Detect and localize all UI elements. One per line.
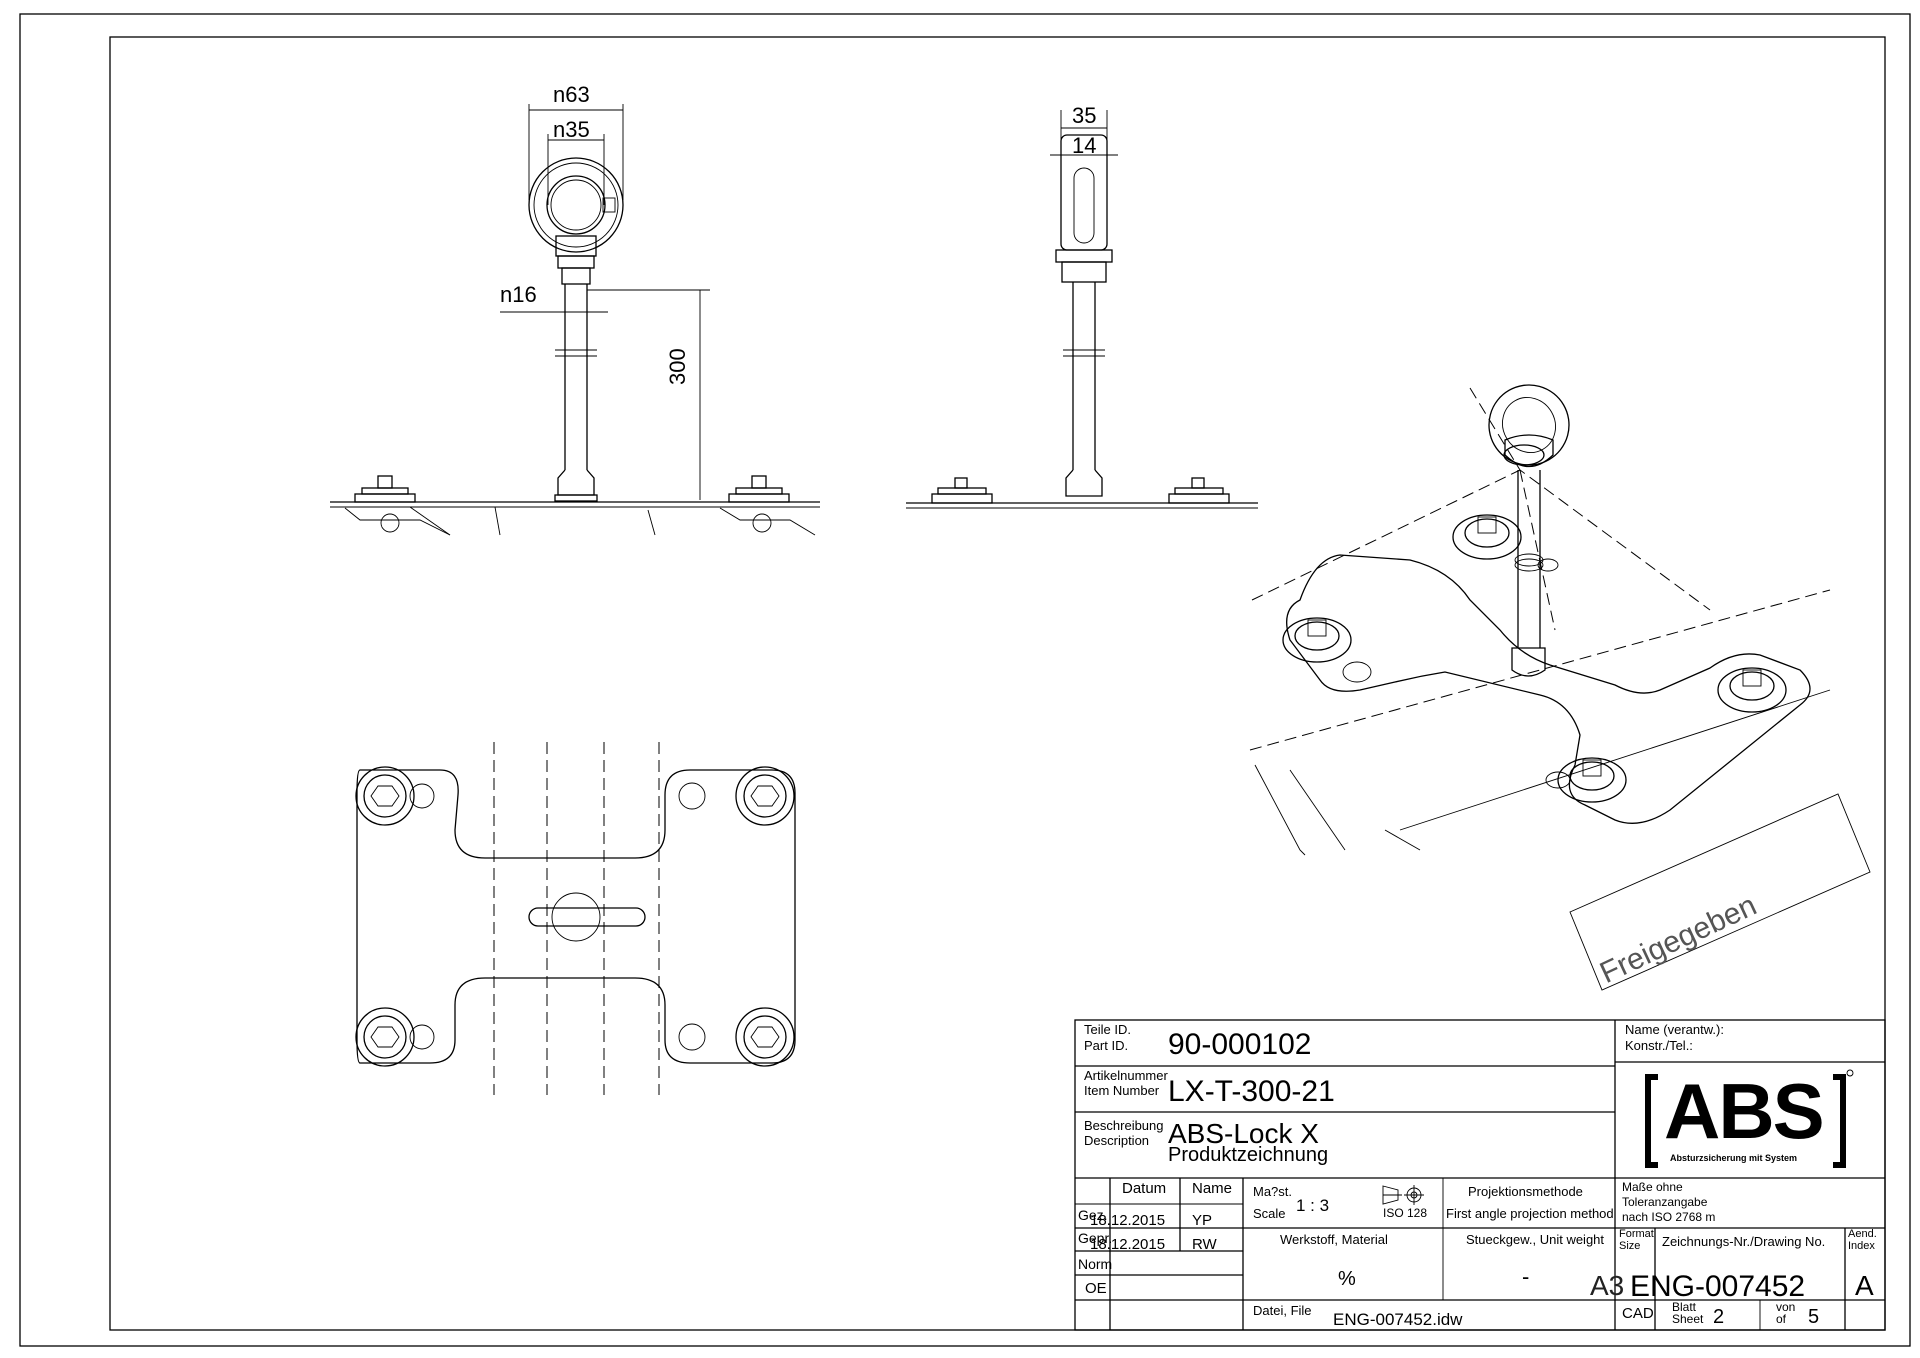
dim-shaft-diameter: n16 xyxy=(500,282,537,307)
release-stamp-text: Freigegeben xyxy=(1595,888,1762,990)
revision-index-value: A xyxy=(1855,1270,1874,1301)
item-number-label-de: Artikelnummer xyxy=(1084,1068,1168,1083)
dim-eye-inner-diameter: n35 xyxy=(553,117,590,142)
row-label-oe: OE xyxy=(1085,1280,1107,1297)
abs-logo-tagline: Absturzsicherung mit System xyxy=(1670,1153,1798,1163)
part-id-label-de: Teile ID. xyxy=(1084,1022,1131,1037)
row-label-drawn: Gez. xyxy=(1078,1207,1108,1223)
side-view xyxy=(906,110,1258,509)
description-label-en: Description xyxy=(1084,1133,1150,1148)
of-label-de: von xyxy=(1776,1300,1796,1314)
projection-standard: ISO 128 xyxy=(1383,1206,1428,1220)
release-stamp xyxy=(1569,793,1871,991)
dim-eye-outer-diameter: n63 xyxy=(553,82,590,107)
row-label-norm: Norm xyxy=(1078,1256,1113,1272)
top-view xyxy=(355,742,796,1095)
dim-side-slot-width: 14 xyxy=(1072,133,1097,158)
column-header-name: Name xyxy=(1192,1180,1233,1197)
tolerance-line-1: Maße ohne xyxy=(1622,1180,1683,1194)
inner-frame xyxy=(109,36,1886,1331)
drawing-number-label: Zeichnungs-Nr./Drawing No. xyxy=(1662,1234,1826,1249)
checked-date: 18.12.2015 xyxy=(1090,1236,1166,1253)
sheet-label-en: Sheet xyxy=(1672,1312,1704,1326)
projection-method-label: Projektionsmethode xyxy=(1468,1184,1583,1199)
revision-index-label: Aend. Index xyxy=(1848,1228,1877,1252)
dim-shaft-length: 300 xyxy=(665,348,690,385)
checked-name: RW xyxy=(1192,1236,1217,1253)
item-number-label-en: Item Number xyxy=(1084,1083,1160,1098)
material-value: % xyxy=(1338,1268,1356,1290)
tolerance-line-2: Toleranzangabe xyxy=(1622,1195,1708,1209)
drawing-number-value: ENG-007452 xyxy=(1630,1270,1806,1303)
part-id-label-en: Part ID. xyxy=(1084,1038,1129,1053)
drawn-name: YP xyxy=(1192,1212,1213,1229)
description-line-1: ABS-Lock X xyxy=(1168,1118,1319,1149)
column-header-date: Datum xyxy=(1122,1180,1167,1197)
sheet-label-de: Blatt xyxy=(1672,1300,1697,1314)
isometric-view xyxy=(1249,384,1831,856)
file-value: ENG-007452.idw xyxy=(1333,1310,1463,1329)
description-line-2: Produktzeichnung xyxy=(1168,1144,1329,1166)
item-number-value: LX-T-300-21 xyxy=(1168,1075,1335,1108)
unit-weight-label: Stueckgew., Unit weight xyxy=(1466,1232,1605,1247)
title-block xyxy=(1074,1019,1886,1331)
scale-value: 1 : 3 xyxy=(1296,1196,1330,1215)
projection-symbol-icon xyxy=(1382,1185,1424,1205)
outer-frame xyxy=(19,13,1911,1347)
format-label: Format Size xyxy=(1619,1228,1654,1252)
abs-logo xyxy=(1645,1069,1854,1168)
projection-method-text: First angle projection method xyxy=(1446,1206,1614,1221)
responsible-name-label: Name (verantw.): xyxy=(1625,1022,1724,1037)
of-value: 5 xyxy=(1808,1306,1820,1328)
dim-side-width: 35 xyxy=(1072,103,1097,128)
abs-logo-text: ABS xyxy=(1664,1067,1825,1155)
drawn-date: 18.12.2015 xyxy=(1090,1212,1166,1229)
part-id-value: 90-000102 xyxy=(1168,1028,1312,1061)
material-label: Werkstoff, Material xyxy=(1280,1232,1388,1247)
description-label-de: Beschreibung xyxy=(1084,1118,1164,1133)
row-label-checked: Gepr. xyxy=(1078,1230,1113,1246)
unit-weight-value: - xyxy=(1522,1264,1530,1289)
sheet-value: 2 xyxy=(1713,1306,1725,1328)
scale-label-de: Ma?st. xyxy=(1253,1184,1293,1199)
cad-label: CAD xyxy=(1622,1305,1654,1322)
file-label: Datei, File xyxy=(1253,1303,1312,1318)
tolerance-line-3: nach ISO 2768 m xyxy=(1622,1210,1716,1224)
responsible-contact-label: Konstr./Tel.: xyxy=(1625,1038,1693,1053)
of-label-en: of xyxy=(1776,1312,1787,1326)
front-view xyxy=(330,104,820,536)
scale-label-en: Scale xyxy=(1253,1206,1286,1221)
format-value: A3 xyxy=(1590,1270,1625,1301)
